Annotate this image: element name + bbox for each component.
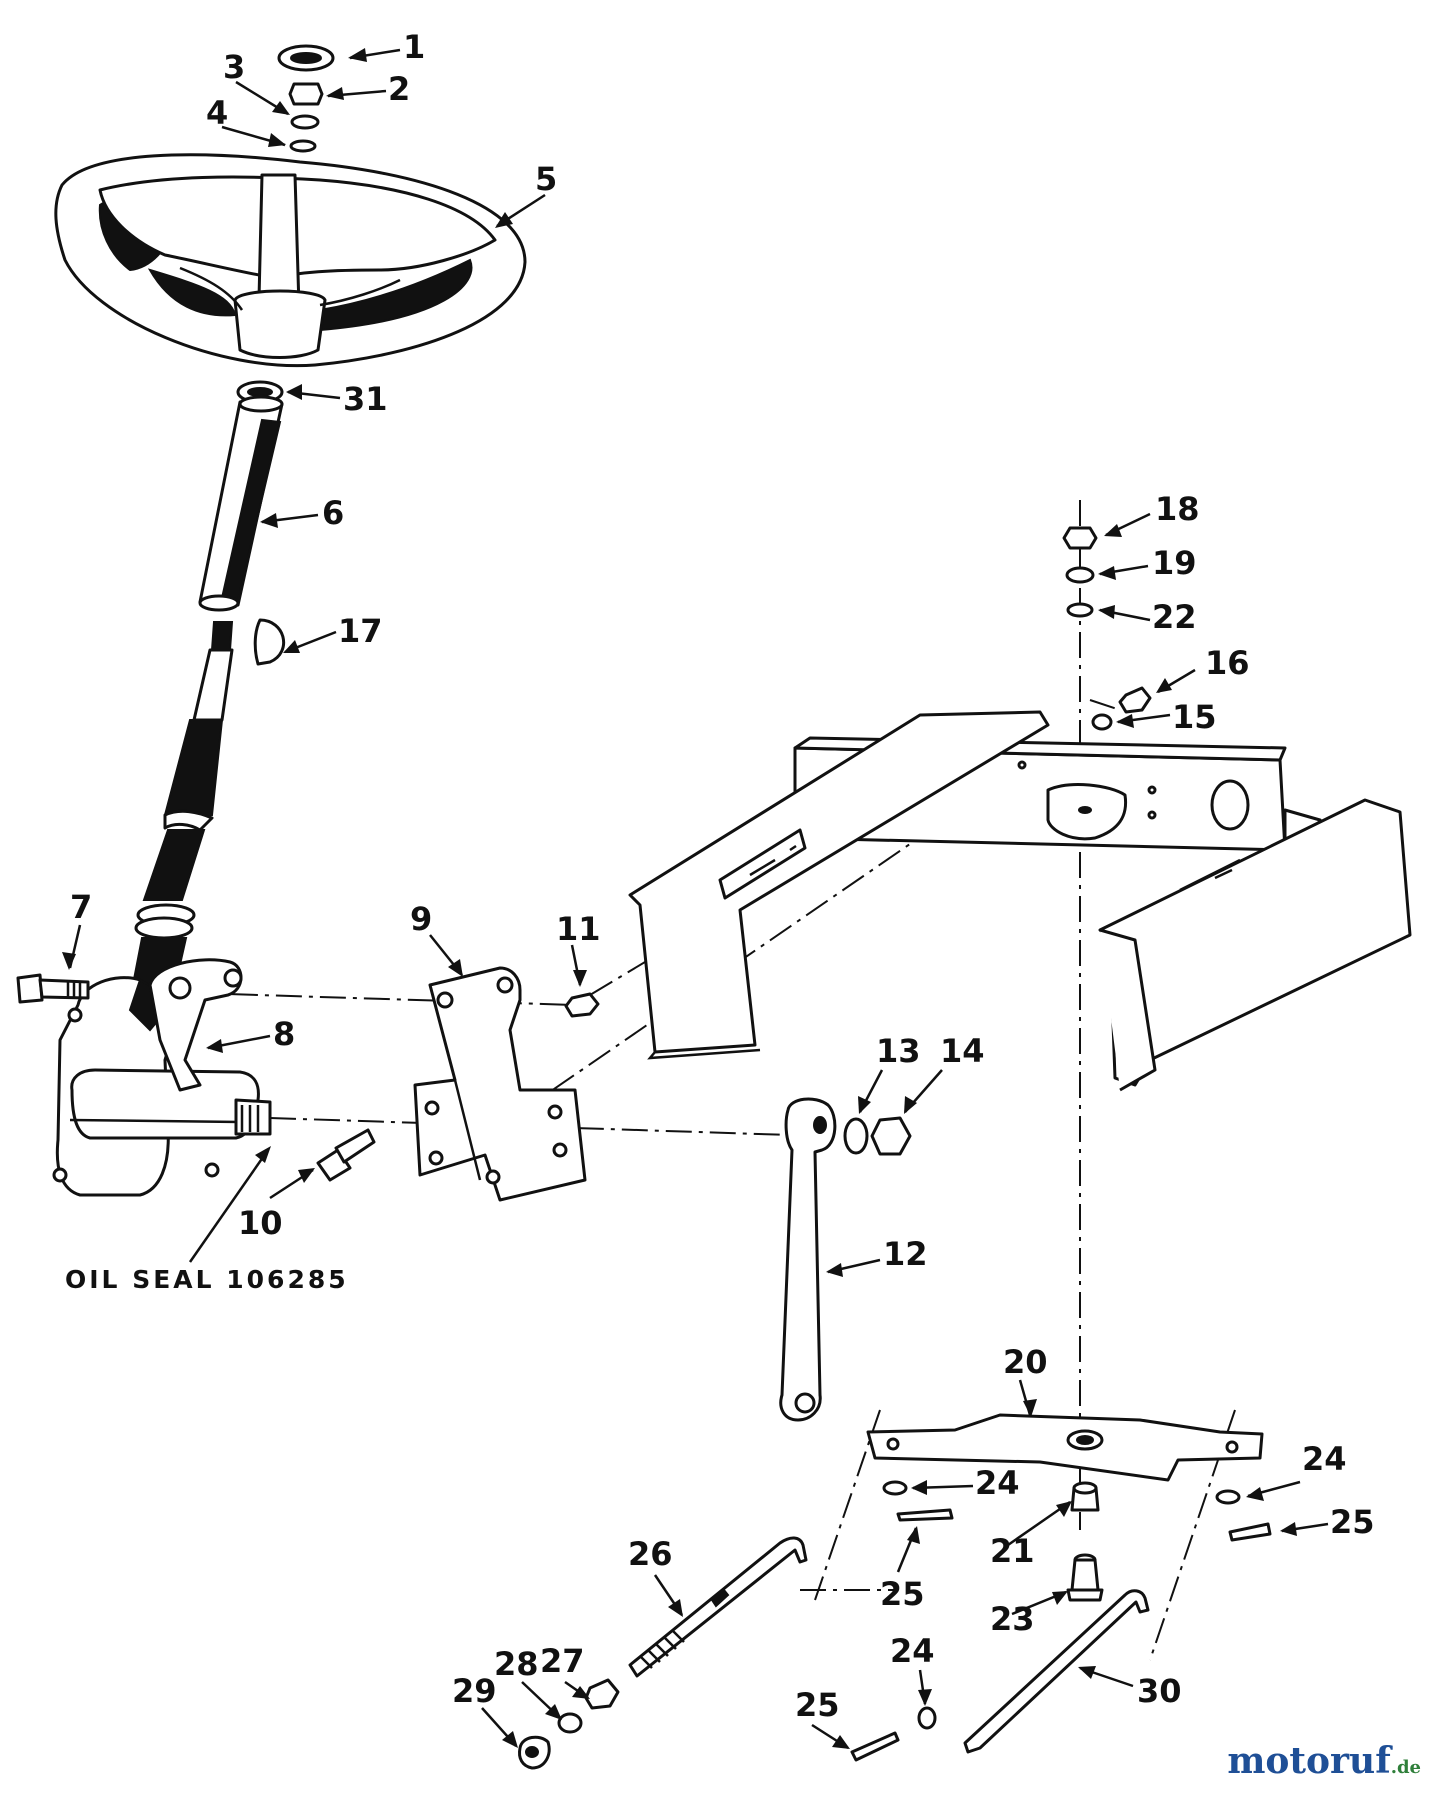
- washer-part-24b: [1215, 1489, 1241, 1505]
- frame-rail-left-part: [628, 710, 1050, 1060]
- callout-11: 11: [556, 910, 601, 948]
- callout-17: 17: [338, 612, 383, 650]
- callout-8: 8: [273, 1015, 295, 1053]
- callout-25a: 25: [880, 1575, 925, 1613]
- callout-25b: 25: [1330, 1503, 1375, 1541]
- callout-2: 2: [388, 70, 410, 108]
- oil-seal-note: OIL SEAL 106285: [65, 1265, 349, 1294]
- steering-arm-part: [779, 1097, 837, 1422]
- steering-wheel-part: [54, 153, 527, 368]
- woodruff-key-part: [253, 618, 286, 666]
- drag-link-part: [628, 1536, 808, 1678]
- callout-6: 6: [322, 494, 344, 532]
- callout-24b: 24: [1302, 1440, 1347, 1478]
- callout-5: 5: [535, 160, 557, 198]
- washer-part-4: [289, 139, 317, 153]
- pitman-arm-part: [148, 958, 243, 1092]
- callout-7: 7: [70, 888, 92, 926]
- washer-part-13: [843, 1117, 869, 1155]
- callout-24a: 24: [975, 1464, 1020, 1502]
- callout-21: 21: [990, 1532, 1035, 1570]
- hub-cap-part: [277, 44, 335, 72]
- nut-part-2: [288, 82, 324, 106]
- mounting-bracket-part: [413, 966, 587, 1202]
- callout-27: 27: [540, 1642, 585, 1680]
- callout-15: 15: [1172, 698, 1217, 736]
- jam-nut-part-27: [584, 1678, 620, 1710]
- washer-part-24a: [882, 1480, 908, 1496]
- callout-29: 29: [452, 1672, 497, 1710]
- ball-joint-part-29: [518, 1735, 551, 1770]
- bolt-part-10: [316, 1128, 376, 1182]
- nut-part-14: [870, 1116, 912, 1156]
- watermark-main: motoruf: [1227, 1740, 1391, 1782]
- callout-25c: 25: [795, 1686, 840, 1724]
- callout-23: 23: [990, 1600, 1035, 1638]
- callout-26: 26: [628, 1535, 673, 1573]
- callout-30: 30: [1137, 1672, 1182, 1710]
- callout-arrowheads: [62, 48, 1297, 1749]
- callout-13: 13: [876, 1032, 921, 1070]
- nut-part-11: [564, 992, 600, 1018]
- washer-part-19: [1065, 566, 1095, 584]
- cotter-pin-part-25b: [1228, 1522, 1272, 1542]
- assembly-center-lines: [99, 500, 1236, 1661]
- steering-plate-part: [866, 1413, 1264, 1482]
- cotter-pin-part-25c: [850, 1731, 900, 1762]
- callout-12: 12: [883, 1235, 928, 1273]
- cotter-pin-part-25a: [896, 1508, 954, 1522]
- washer-part-3: [290, 114, 320, 130]
- callout-14: 14: [940, 1032, 985, 1070]
- washer-part-28: [557, 1712, 583, 1734]
- callout-19: 19: [1152, 544, 1197, 582]
- callout-3: 3: [223, 48, 245, 86]
- washer-part-24c: [917, 1706, 937, 1730]
- pivot-bolt-part-23: [1066, 1553, 1104, 1602]
- callout-10: 10: [238, 1204, 283, 1242]
- callout-16: 16: [1205, 644, 1250, 682]
- steering-gear-box-part: [52, 976, 272, 1197]
- callout-31: 31: [343, 380, 388, 418]
- frame-rail-right-part: [1098, 798, 1412, 1092]
- watermark-tld: .de: [1390, 1757, 1421, 1778]
- bolt-part-7: [16, 973, 90, 1004]
- tie-rod-part-30: [963, 1589, 1150, 1754]
- callout-18: 18: [1155, 490, 1200, 528]
- steering-tube-part: [198, 395, 284, 612]
- watermark-logo: motoruf.de: [1227, 1740, 1421, 1782]
- callout-24c: 24: [890, 1632, 935, 1670]
- callout-9: 9: [410, 900, 432, 938]
- callout-22: 22: [1152, 598, 1197, 636]
- nut-part-18: [1062, 526, 1098, 550]
- steering-shaft-part: [128, 621, 234, 1001]
- washer-part-22: [1066, 602, 1094, 618]
- callout-20: 20: [1003, 1343, 1048, 1381]
- washer-part-15: [1091, 713, 1113, 731]
- callout-4: 4: [206, 94, 228, 132]
- bushing-part-21: [1070, 1481, 1100, 1512]
- callout-28: 28: [494, 1645, 539, 1683]
- callout-labels: 1 2 3 4 5 31 6 17 7 8 9 11 10 12 13 14 1…: [65, 28, 1375, 1724]
- nut-part-16: [1118, 686, 1152, 714]
- callout-1: 1: [403, 28, 425, 66]
